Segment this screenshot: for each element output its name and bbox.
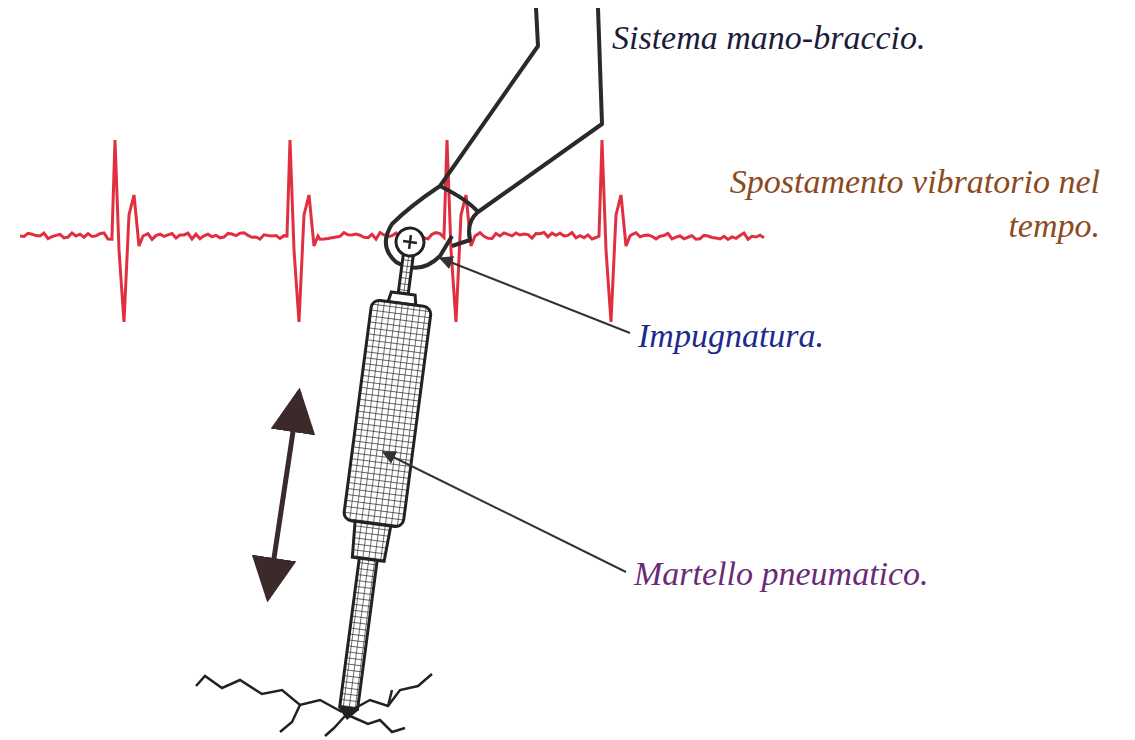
vibration-direction-arrow	[268, 392, 299, 598]
pneumatic-hammer	[318, 224, 442, 722]
leader-line	[440, 258, 630, 333]
leader-line	[383, 452, 626, 572]
hand-arm-outline	[386, 8, 602, 268]
ground-cracks	[196, 674, 432, 736]
part-label: Impugnatura.	[638, 314, 938, 358]
part-label: Sistema mano-braccio.	[612, 16, 1012, 60]
vibration-trace	[20, 140, 764, 322]
part-label: Martello pneumatico.	[634, 552, 1054, 596]
signal-label: Spostamento vibratorio nel tempo.	[690, 160, 1100, 248]
